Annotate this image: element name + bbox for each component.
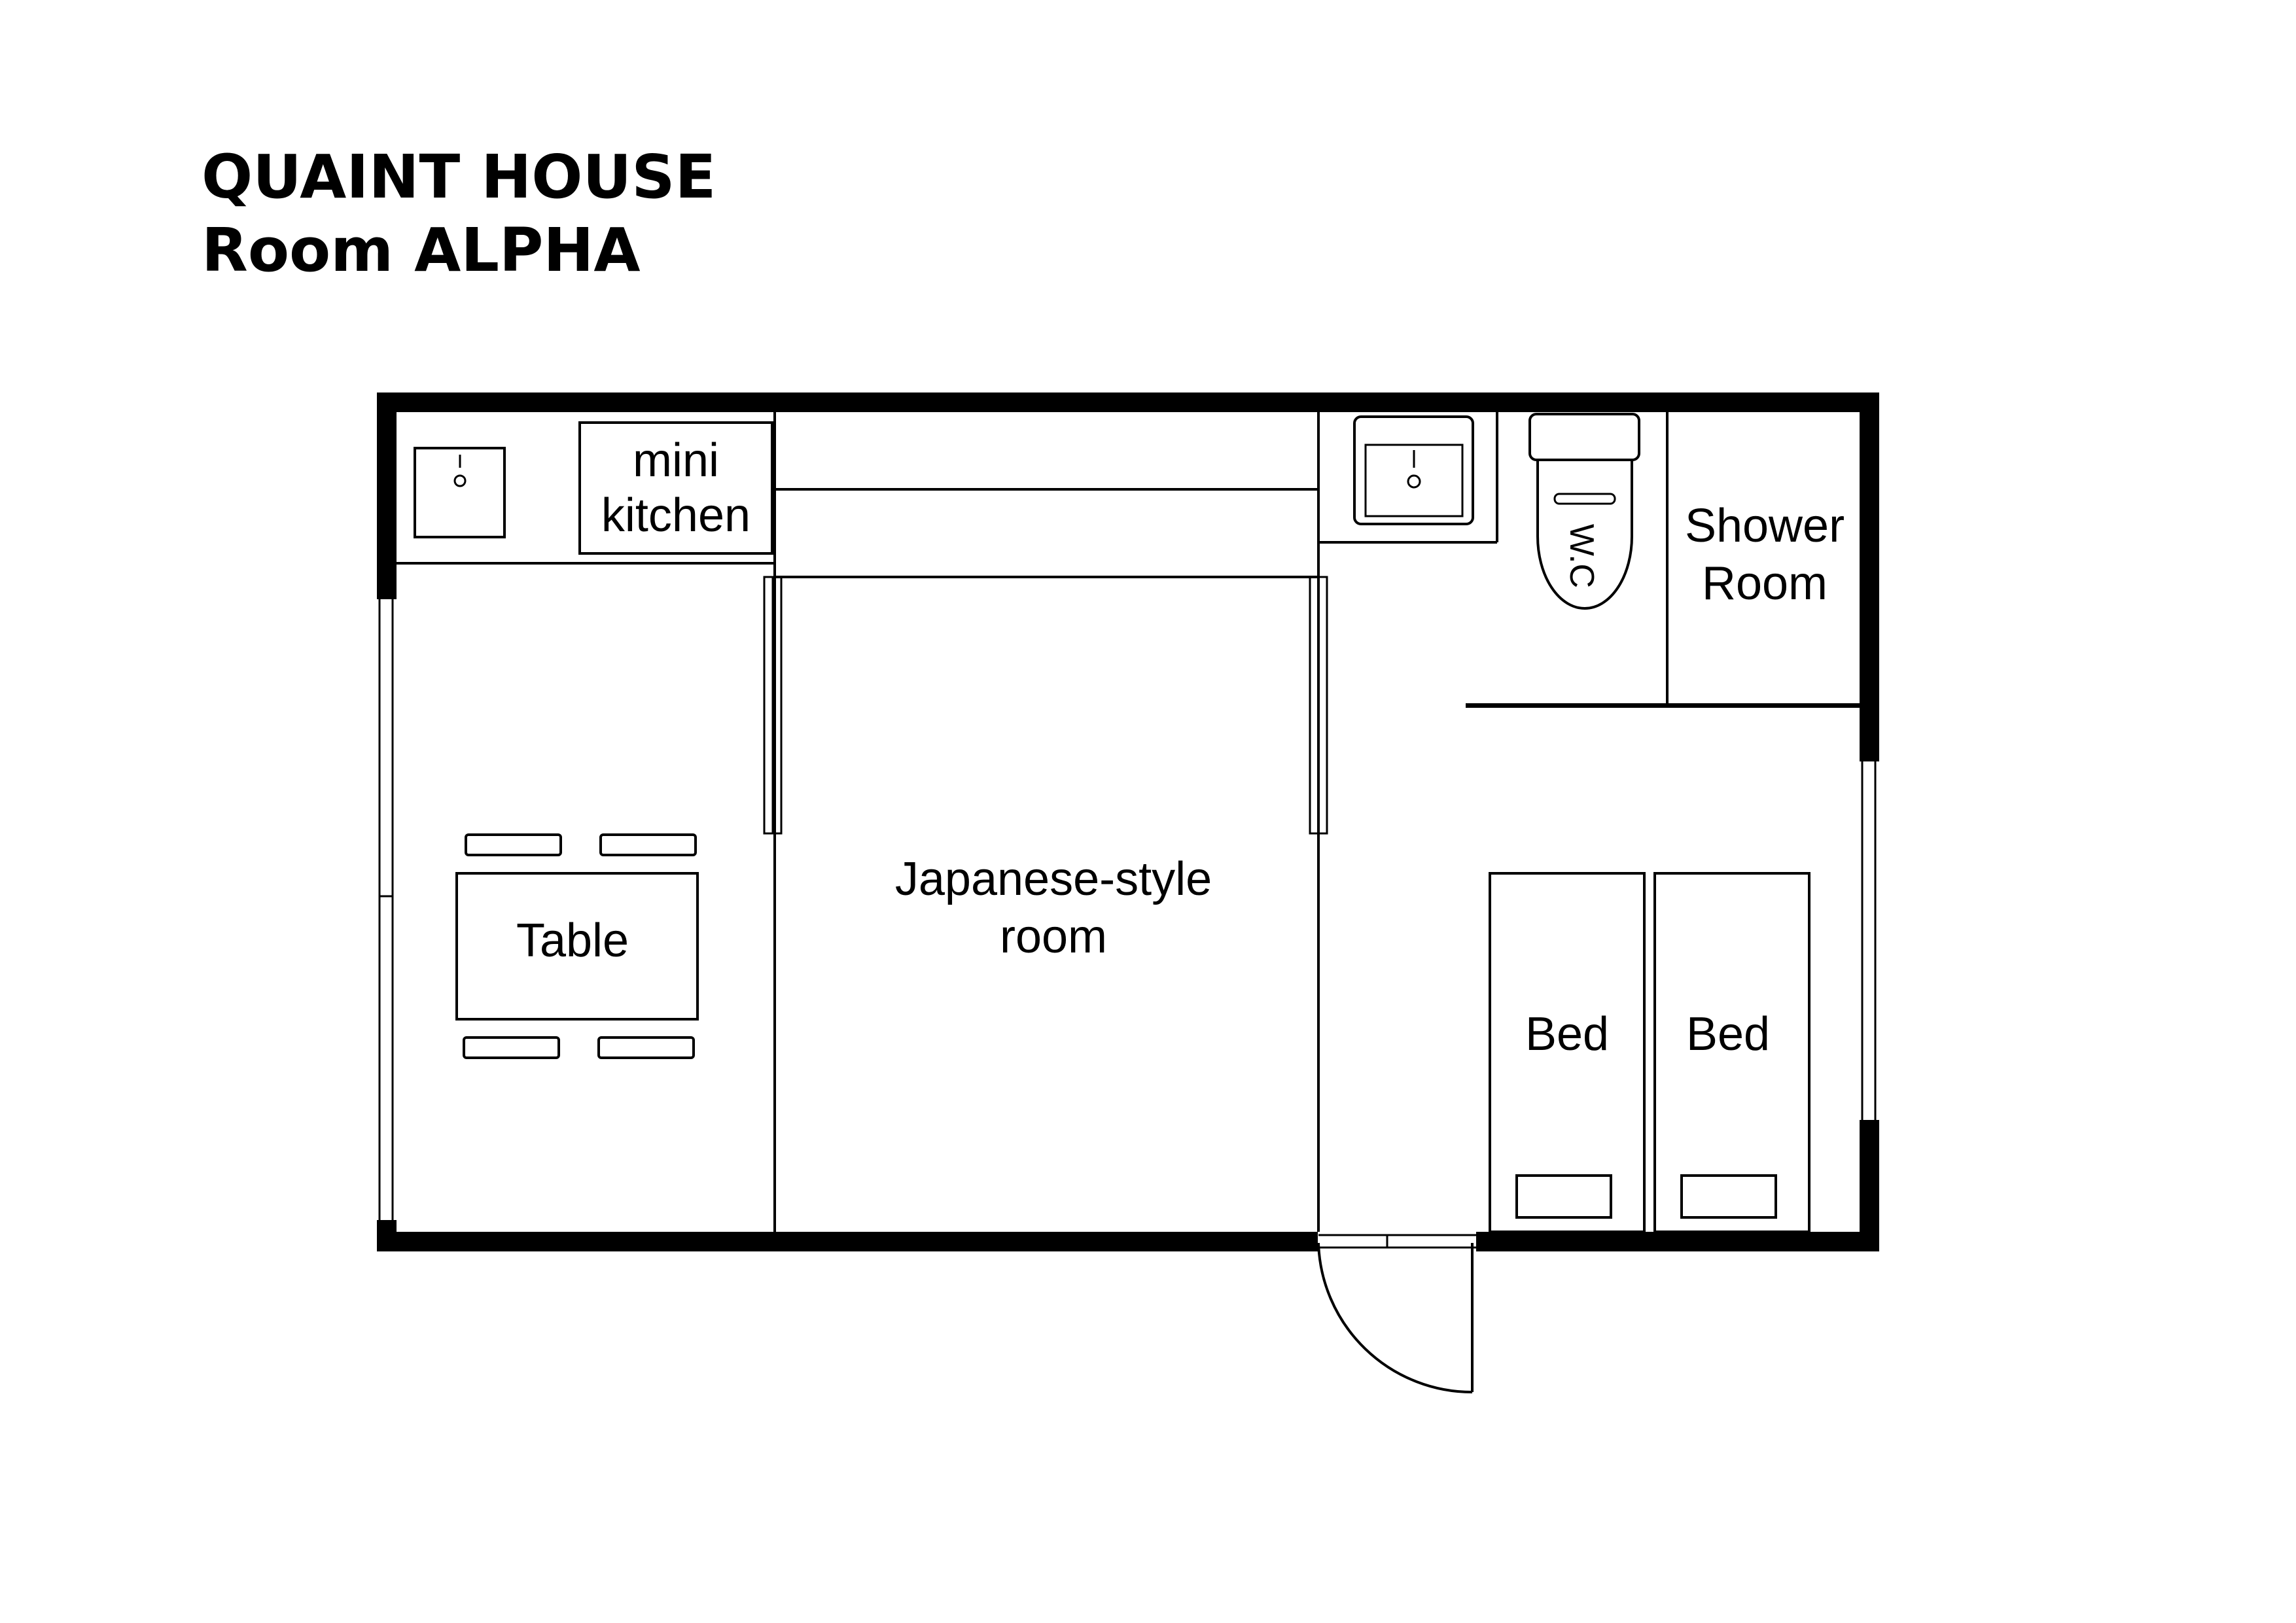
wall-right-upper [1860, 393, 1879, 761]
label-bed-right: Bed [1686, 1008, 1770, 1060]
dining-set [455, 833, 699, 1059]
wall-bottom-right [1476, 1232, 1879, 1251]
bed-right [1653, 872, 1810, 1233]
entrance-door [1317, 1234, 1476, 1393]
title-line-2: Room ALPHA [202, 215, 641, 285]
toilet-bowl [1536, 460, 1633, 610]
bath-wall [1466, 703, 1860, 708]
label-kitchen: kitchen [601, 489, 751, 542]
toilet-seat-hinge [1553, 493, 1616, 505]
bed-left [1489, 872, 1646, 1233]
label-shower-room: Room [1702, 557, 1828, 610]
label-bed-left: Bed [1525, 1008, 1609, 1060]
exterior-walls [377, 393, 1879, 1251]
label-wc: W.C [1563, 524, 1600, 588]
chair [599, 833, 697, 856]
wall-top [377, 393, 1879, 412]
wall-right-lower [1860, 1120, 1879, 1251]
chair [465, 833, 562, 856]
window-left [378, 599, 394, 1220]
title-line-1: QUAINT HOUSE [202, 142, 716, 212]
pillow [1680, 1174, 1777, 1219]
chair [463, 1036, 560, 1059]
label-room: room [1000, 911, 1107, 963]
wall-left-upper [377, 393, 397, 599]
table [455, 872, 699, 1021]
pillow [1515, 1174, 1612, 1219]
label-table: Table [516, 915, 629, 967]
wall-bottom-left [377, 1232, 1318, 1251]
mini-kitchen-counter [578, 421, 773, 555]
label-mini: mini [633, 434, 719, 487]
wash-basin [1353, 415, 1474, 525]
sliding-doors [763, 576, 1328, 835]
label-japanese-style: Japanese-style [895, 853, 1212, 905]
toilet: W.C [1528, 413, 1640, 610]
kitchen-sink [414, 447, 506, 538]
toilet-tank [1528, 413, 1640, 461]
chair [597, 1036, 695, 1059]
window-right [1861, 761, 1877, 1120]
label-shower: Shower [1685, 500, 1845, 552]
